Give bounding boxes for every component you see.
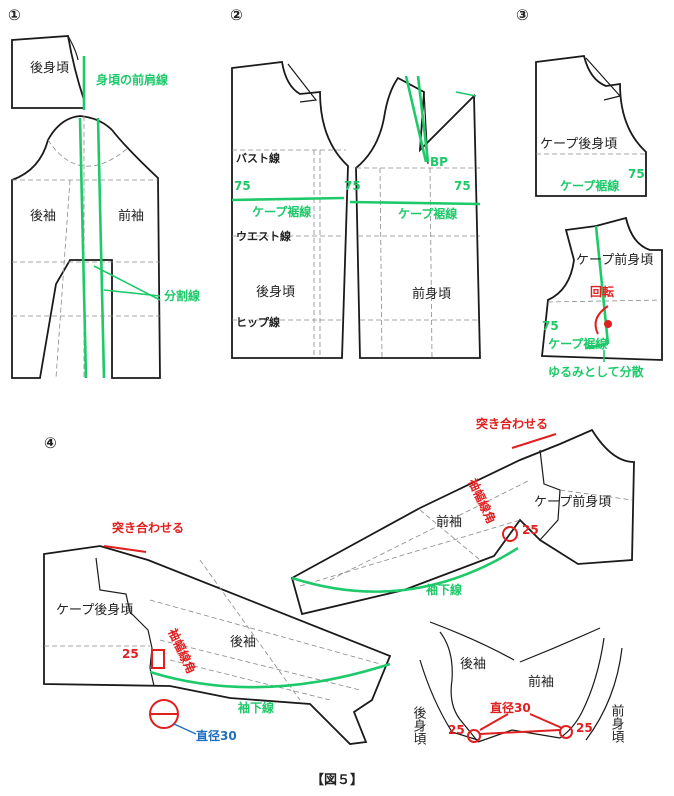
detail-25-right-label: 25 bbox=[576, 721, 593, 735]
back-75-label: 75 bbox=[234, 179, 251, 193]
front-75-left-label: 75 bbox=[344, 179, 361, 193]
front-sleeve-label: 前袖 bbox=[118, 208, 144, 224]
front-dart-line-right bbox=[416, 75, 430, 163]
detail-front-bodice-label: 前身頃 bbox=[609, 703, 625, 743]
ease-label: ゆるみとして分散 bbox=[548, 364, 645, 379]
panel-2: ② バスト線 75 ケープ裾線 ウエスト線 後身頃 ヒップ線 75 75 BP … bbox=[230, 6, 481, 359]
left-back-sleeve-label: 後袖 bbox=[230, 635, 256, 650]
left-butt-label: 突き合わせる bbox=[112, 520, 184, 535]
front-shoulder-label: 身頃の前肩線 bbox=[96, 72, 168, 87]
right-cape-front-label: ケープ前身頃 bbox=[534, 494, 611, 510]
pivot-point bbox=[604, 320, 612, 328]
left-composite-pattern bbox=[43, 545, 392, 745]
front-bodice-pattern bbox=[355, 76, 481, 359]
cape-back-label: ケープ後身頃 bbox=[540, 136, 617, 152]
detail-front-sleeve-label: 前袖 bbox=[528, 674, 554, 690]
right-butt-label: 突き合わせる bbox=[476, 416, 548, 431]
panel-4-number: ④ bbox=[44, 434, 57, 452]
right-25-label: 25 bbox=[522, 523, 539, 537]
hip-line-label: ヒップ線 bbox=[236, 315, 280, 329]
rotate-label: 回転 bbox=[590, 284, 614, 299]
bp-label: BP bbox=[430, 155, 448, 169]
figure-caption: 【図５】 bbox=[311, 772, 363, 788]
back-bodice-pattern bbox=[231, 61, 349, 359]
left-cape-back-label: ケープ後身頃 bbox=[56, 602, 133, 618]
cape-back-75-label: 75 bbox=[628, 167, 645, 181]
panel-3-number: ③ bbox=[516, 6, 529, 24]
sleeve-pattern bbox=[11, 115, 161, 379]
back-cape-hem-line bbox=[231, 196, 345, 202]
panel-1-number: ① bbox=[8, 6, 21, 24]
right-underarm-label: 袖下線 bbox=[426, 582, 462, 597]
detail-25-left-label: 25 bbox=[448, 723, 465, 737]
back-bodice-2-label: 後身頃 bbox=[256, 284, 295, 300]
front-cape-hem-line bbox=[349, 200, 481, 206]
back-sleeve-label: 後袖 bbox=[30, 209, 56, 224]
waist-line-label: ウエスト線 bbox=[236, 229, 291, 243]
back-bodice-label: 後身頃 bbox=[30, 60, 69, 76]
cape-back-pattern bbox=[535, 55, 647, 197]
armhole-detail: 後袖 前袖 後身頃 前身頃 直径30 25 25 bbox=[411, 621, 625, 745]
detail-back-sleeve-label: 後袖 bbox=[460, 657, 486, 672]
front-bodice-2-label: 前身頃 bbox=[412, 286, 451, 302]
detail-diameter-label: 直径30 bbox=[490, 700, 531, 715]
right-composite-pattern bbox=[290, 428, 635, 616]
right-underarm-curve bbox=[291, 546, 519, 593]
right-front-sleeve-label: 前袖 bbox=[436, 514, 462, 530]
left-underarm-curve bbox=[149, 662, 391, 689]
panel-4: ④ 突き合わせる ケープ後身頃 後袖 袖幅線角 25 袖下線 直径30 突き合わ… bbox=[43, 416, 635, 745]
cape-front-hem-label: ケープ裾線 bbox=[548, 336, 607, 351]
diameter-label: 直径30 bbox=[196, 728, 237, 743]
front-dart-line-left bbox=[404, 75, 428, 163]
panel-3: ③ ケープ後身頃 ケープ裾線 75 ケープ前身頃 回転 75 ケープ裾線 ゆるみ… bbox=[516, 6, 663, 379]
left-underarm-label: 袖下線 bbox=[238, 700, 274, 715]
panel-2-number: ② bbox=[230, 6, 243, 24]
bust-line-label: バスト線 bbox=[236, 151, 280, 165]
cape-front-75-label: 75 bbox=[542, 319, 559, 333]
back-cape-hem-label: ケープ裾線 bbox=[252, 204, 311, 219]
front-cape-hem-label: ケープ裾線 bbox=[398, 206, 457, 221]
panel-1: ① 後身頃 身頃の前肩線 後袖 前袖 分割線 bbox=[8, 6, 200, 379]
left-25-label: 25 bbox=[122, 647, 139, 661]
front-75-right-label: 75 bbox=[454, 179, 471, 193]
split-line-right bbox=[96, 117, 106, 379]
split-line-label: 分割線 bbox=[164, 288, 200, 303]
split-line-left bbox=[78, 117, 88, 379]
cape-back-hem-label: ケープ裾線 bbox=[560, 178, 619, 193]
cape-front-label: ケープ前身頃 bbox=[576, 252, 653, 268]
detail-back-bodice-label: 後身頃 bbox=[411, 706, 427, 745]
rotate-arrow bbox=[594, 305, 609, 335]
